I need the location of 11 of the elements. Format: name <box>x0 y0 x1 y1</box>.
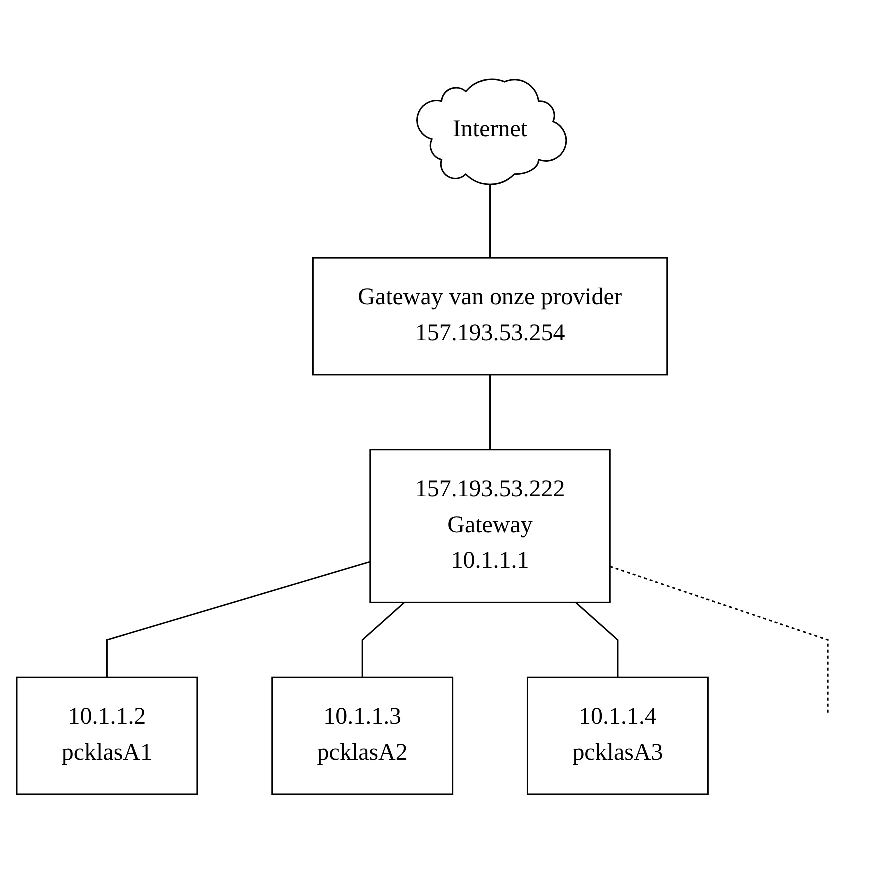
node-box: 10.1.1.2 pcklasA1 <box>16 676 198 795</box>
connector <box>490 182 492 258</box>
connector <box>610 565 829 714</box>
connector <box>490 374 492 450</box>
connector <box>575 602 619 678</box>
node-box: Gateway van onze provider 157.193.53.254 <box>312 256 668 376</box>
connector <box>106 560 371 678</box>
node-box: 10.1.1.3 pcklasA2 <box>272 676 454 795</box>
node-box: 10.1.1.4 pcklasA3 <box>526 676 709 795</box>
node-box: 157.193.53.222 Gateway 10.1.1.1 <box>370 448 611 603</box>
connector <box>362 602 406 678</box>
